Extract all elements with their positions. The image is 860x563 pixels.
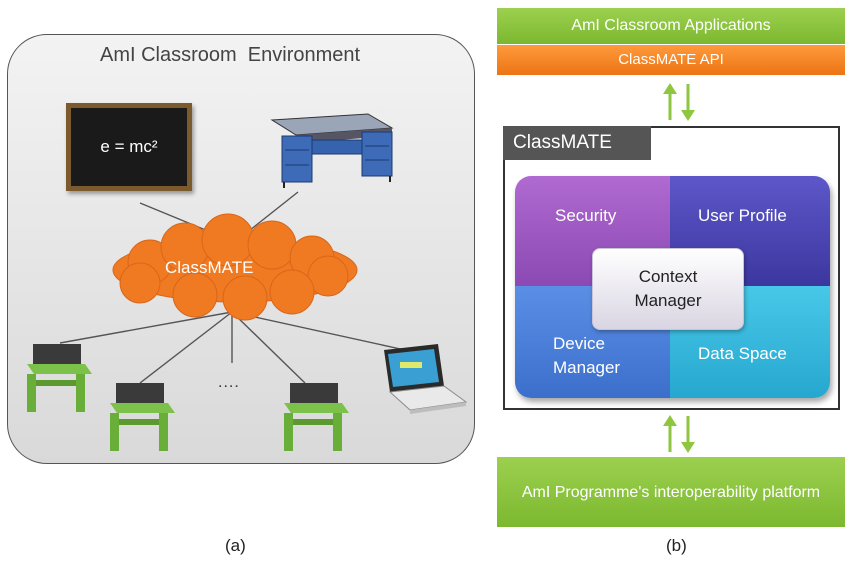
student-desk-icon: [110, 383, 175, 451]
interoperability-platform-bar: AmI Programme's interoperability platfor…: [497, 457, 845, 527]
student-desk-icon: [27, 344, 92, 412]
laptop-icon: [384, 344, 468, 414]
link-student-desk-2: [139, 311, 233, 384]
environment-title: AmI Classroom Environment: [100, 44, 361, 66]
caption-a: (a): [225, 536, 246, 555]
arrow-up-head: [663, 83, 677, 94]
classmate-cloud: [112, 213, 358, 321]
link-student-desk-3: [231, 311, 306, 384]
api-bar: ClassMATE API: [497, 45, 845, 75]
arrow-down-head: [681, 110, 695, 121]
data-space-module: Data Space: [670, 286, 830, 398]
arrow-down-head: [681, 442, 695, 453]
student-desk-icon: [284, 383, 349, 451]
more-desks-ellipsis: ....: [218, 374, 240, 391]
link-student-desk-1: [59, 311, 233, 344]
context-manager-module: Context Manager: [592, 248, 744, 330]
blackboard-formula: e = mc²: [100, 137, 158, 156]
classmate-tab: ClassMATE: [503, 126, 651, 160]
context-manager-label: Context Manager: [634, 267, 702, 310]
cloud-label: ClassMATE: [165, 258, 254, 277]
blackboard-icon: e = mc²: [66, 103, 192, 191]
teacher-desk-icon: [270, 113, 394, 188]
applications-bar: AmI Classroom Applications: [497, 8, 845, 44]
caption-b: (b): [666, 536, 687, 555]
arrow-up-head: [663, 415, 677, 426]
link-laptop: [231, 311, 406, 351]
platform-label: AmI Programme's interoperability platfor…: [521, 483, 821, 501]
